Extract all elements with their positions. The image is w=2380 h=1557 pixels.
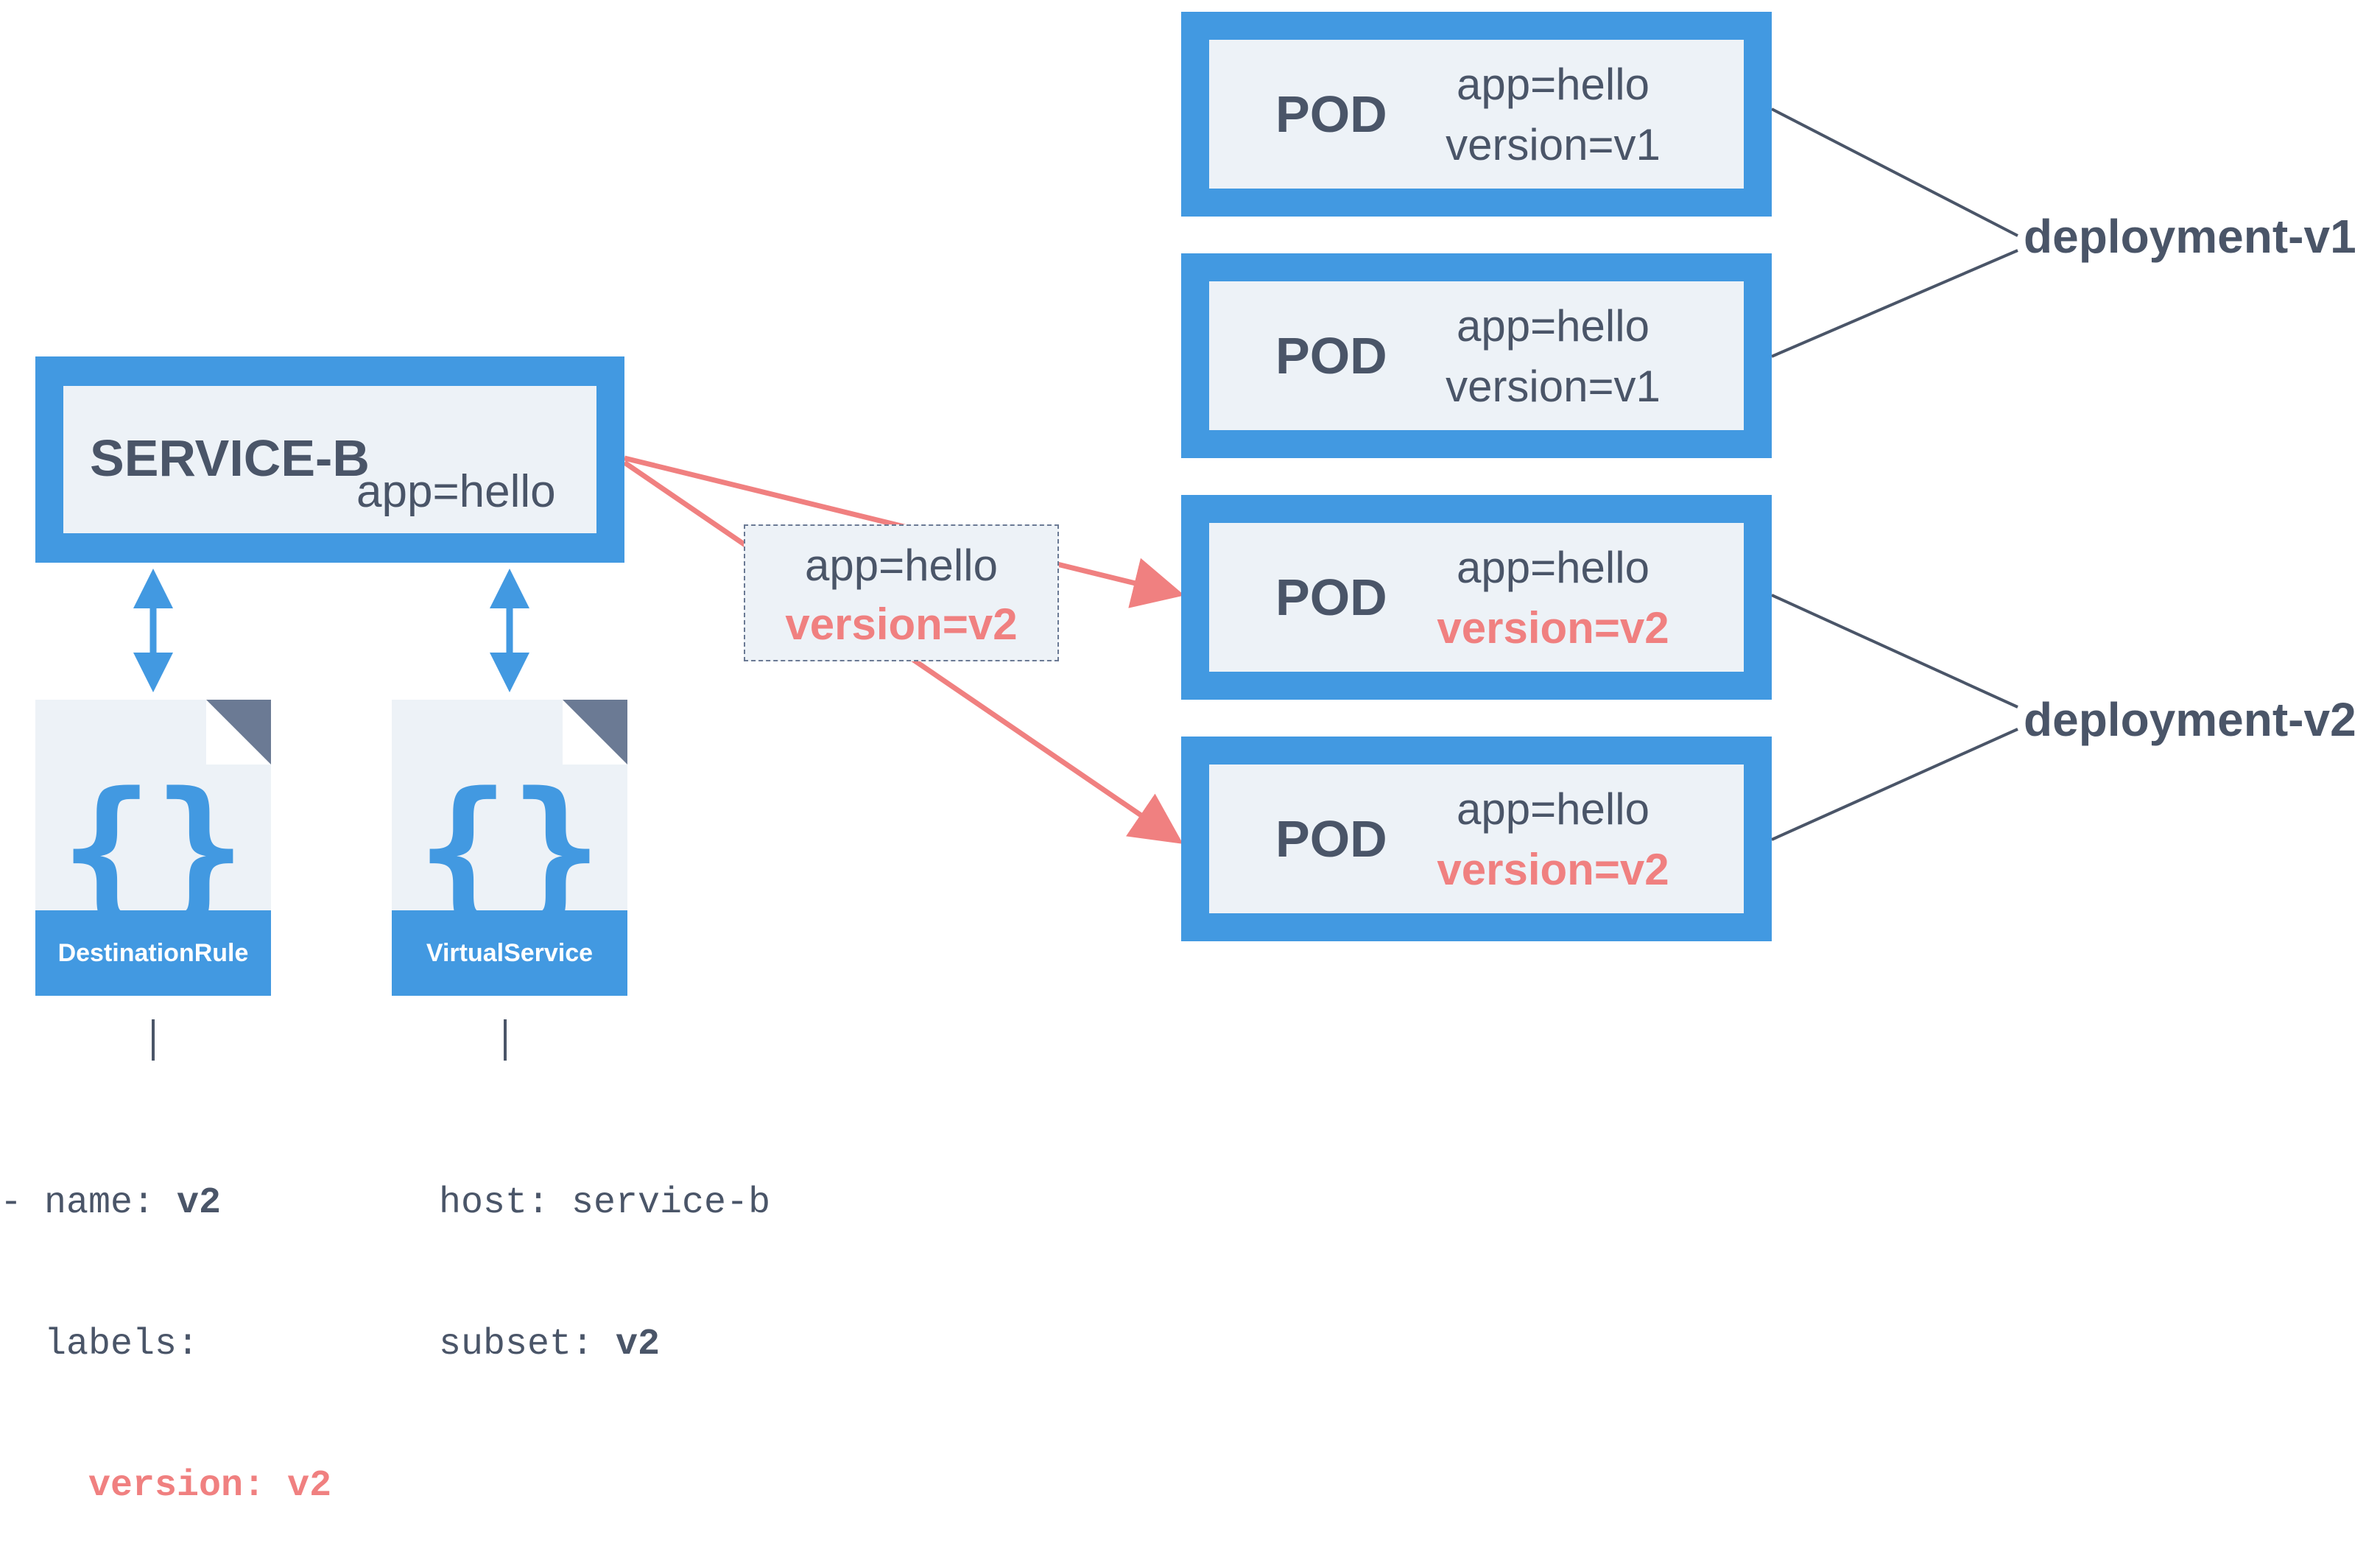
page-fold-icon bbox=[206, 700, 271, 765]
deploy-v2-line-pod3 bbox=[1771, 594, 2018, 709]
code-line: host: service-b bbox=[439, 1182, 771, 1224]
page-fold-icon bbox=[563, 700, 627, 765]
selector-app: app=hello bbox=[805, 541, 998, 590]
service-title: SERVICE-B bbox=[90, 429, 370, 487]
virtualservice-code: host: service-b subset: v2 bbox=[439, 1086, 770, 1416]
deployment-v2-label: deployment-v2 bbox=[2024, 693, 2356, 746]
pod-2: POD app=hello version=v1 bbox=[1181, 253, 1772, 458]
pod-3: POD app=hello version=v2 bbox=[1181, 495, 1772, 700]
pod-title: POD bbox=[1275, 85, 1387, 143]
code-line: subset: bbox=[439, 1324, 616, 1366]
pod-app-label: app=hello bbox=[1457, 60, 1650, 109]
pod-version-label: version=v2 bbox=[1437, 845, 1669, 894]
pod-version-label: version=v1 bbox=[1446, 120, 1661, 169]
destinationrule-document: {} DestinationRule bbox=[35, 700, 271, 996]
pod-1: POD app=hello version=v1 bbox=[1181, 12, 1772, 217]
deployment-v1-label: deployment-v1 bbox=[2024, 210, 2356, 263]
destinationrule-code: - name: v2 labels: version: v2 bbox=[0, 1086, 331, 1557]
pod-app-label: app=hello bbox=[1457, 301, 1650, 351]
pod-app-label: app=hello bbox=[1457, 543, 1650, 592]
virtualservice-document: {} VirtualService bbox=[392, 700, 627, 996]
pod-version-label: version=v2 bbox=[1437, 603, 1669, 653]
deploy-v2-line-pod4 bbox=[1771, 728, 2018, 841]
selector-version: version=v2 bbox=[785, 600, 1018, 649]
service-box: SERVICE-B app=hello bbox=[35, 356, 624, 563]
code-line: - name: bbox=[0, 1182, 177, 1224]
pod-4: POD app=hello version=v2 bbox=[1181, 737, 1772, 941]
pod-title: POD bbox=[1275, 327, 1387, 384]
virtualservice-label: VirtualService bbox=[392, 910, 627, 996]
pod-version-label: version=v1 bbox=[1446, 362, 1661, 411]
service-label: app=hello bbox=[356, 466, 556, 517]
code-value: v2 bbox=[616, 1324, 661, 1366]
code-value: v2 bbox=[177, 1182, 222, 1224]
braces-icon: {} bbox=[416, 759, 603, 939]
braces-icon: {} bbox=[60, 759, 247, 939]
pod-title: POD bbox=[1275, 810, 1387, 868]
code-line-highlight: version: v2 bbox=[0, 1465, 332, 1507]
service-panel: SERVICE-B app=hello bbox=[63, 386, 596, 533]
code-line: labels: bbox=[0, 1324, 200, 1366]
deploy-v1-line-pod1 bbox=[1771, 108, 2018, 237]
deploy-v1-line-pod2 bbox=[1771, 249, 2018, 358]
selector-label-box: app=hello version=v2 bbox=[744, 524, 1059, 661]
pod-title: POD bbox=[1275, 569, 1387, 626]
pod-app-label: app=hello bbox=[1457, 784, 1650, 834]
destinationrule-label: DestinationRule bbox=[35, 910, 271, 996]
